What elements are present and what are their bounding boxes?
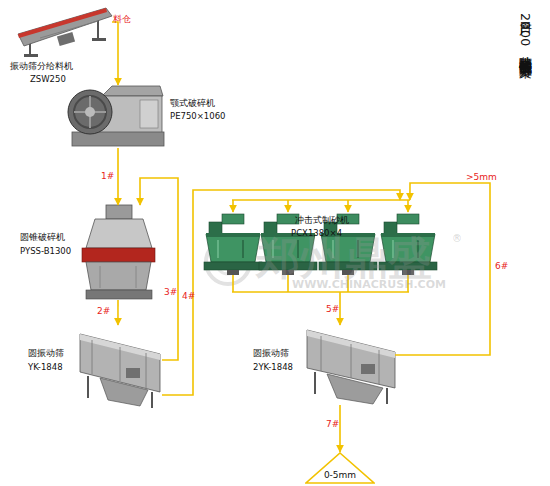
jaw-crusher: 颚式破碎机PE750×1060	[68, 85, 168, 148]
callout-number: 6#	[495, 262, 508, 271]
cone-crusher: 圆锥破碎机PYSS-B1300	[82, 205, 155, 300]
vibrating-screen: 圆振动筛YK-1848	[78, 325, 162, 410]
watermark: ®	[452, 234, 462, 244]
product-pile: 0-5mm	[305, 452, 375, 484]
watermark: WWW.CHINACRUSH.COM	[292, 279, 446, 290]
flow-line	[140, 178, 178, 360]
machine-name: 0-5mm	[305, 471, 375, 481]
flow-line	[339, 300, 341, 325]
model-number: ZSW250	[30, 75, 66, 84]
vibrating-screen: 圆振动筛2YK-1848	[305, 325, 395, 405]
pile-triangle	[306, 453, 374, 483]
feeder-machine: 振动筛分给料机ZSW250	[18, 8, 112, 55]
callout-number: 2#	[97, 307, 110, 316]
machine-name: 颚式破碎机	[170, 99, 215, 108]
callout-number: 5#	[326, 305, 339, 314]
flow-line	[162, 190, 400, 395]
flow-line	[117, 300, 119, 325]
callout-number: 3#	[164, 288, 177, 297]
model-number: PE750×1060	[170, 112, 225, 121]
machine-name: 圆振动筛	[253, 349, 289, 358]
machine-name: 振动筛分给料机	[10, 62, 73, 71]
callout-number: 4#	[182, 292, 195, 301]
machine-name: 冲击式制砂机	[295, 216, 349, 225]
model-number: PYSS-B1300	[20, 247, 71, 256]
model-number: YK-1848	[28, 363, 63, 372]
machine-name: 圆锥破碎机	[20, 233, 65, 242]
model-number: 2YK-1848	[253, 363, 293, 372]
bin-label: 料仓	[113, 15, 131, 24]
callout-number: 1#	[101, 172, 114, 181]
flow-line	[112, 22, 118, 85]
watermark: 郑州鼎盛	[256, 236, 432, 280]
callout-number: 7#	[326, 420, 339, 429]
machine-name: 圆振动筛	[28, 349, 64, 358]
title: 日产2000吨花岗岩制砂生产线传统选型方案	[518, 12, 531, 54]
flow-line	[339, 405, 341, 452]
flow-line	[117, 148, 119, 205]
size-note: >5mm	[466, 173, 497, 182]
